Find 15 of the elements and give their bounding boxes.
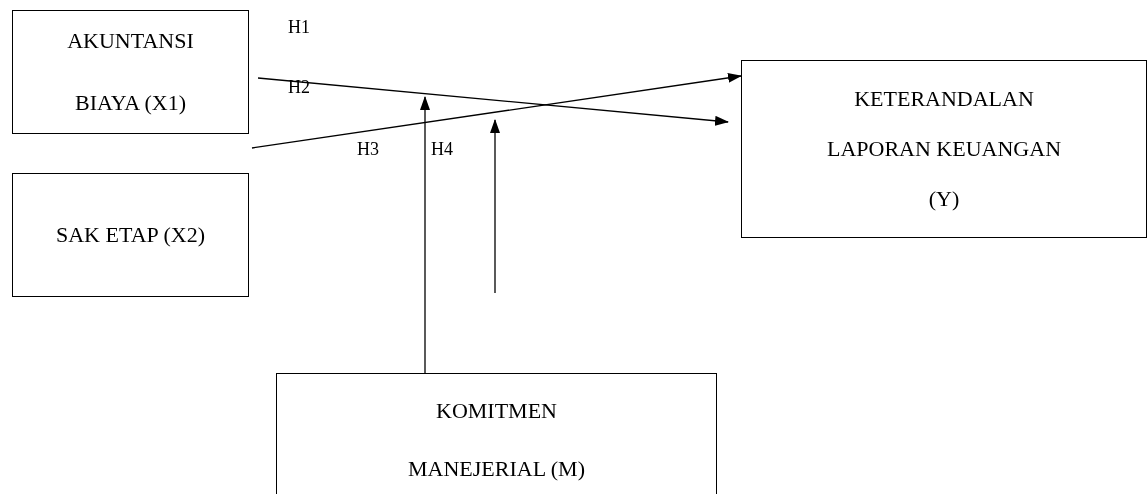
hypothesis-label: H2 [288,76,310,98]
variable-label: KOMITMEN MANEJERIAL (M) [407,397,586,483]
variable-box [276,373,717,494]
arrow [420,96,430,374]
hypothesis-label: H4 [431,138,453,160]
variable-label: KETERANDALAN LAPORAN KEUANGAN (Y) [826,85,1062,213]
variable-box [12,173,249,297]
arrow [251,72,742,149]
variable-label: AKUNTANSI BIAYA (X1) [66,27,195,117]
arrow [257,77,729,126]
hypothesis-label: H1 [288,16,310,38]
variable-box [12,10,249,134]
variable-label: SAK ETAP (X2) [56,221,205,249]
variable-box [741,60,1147,238]
hypothesis-label: H3 [357,138,379,160]
